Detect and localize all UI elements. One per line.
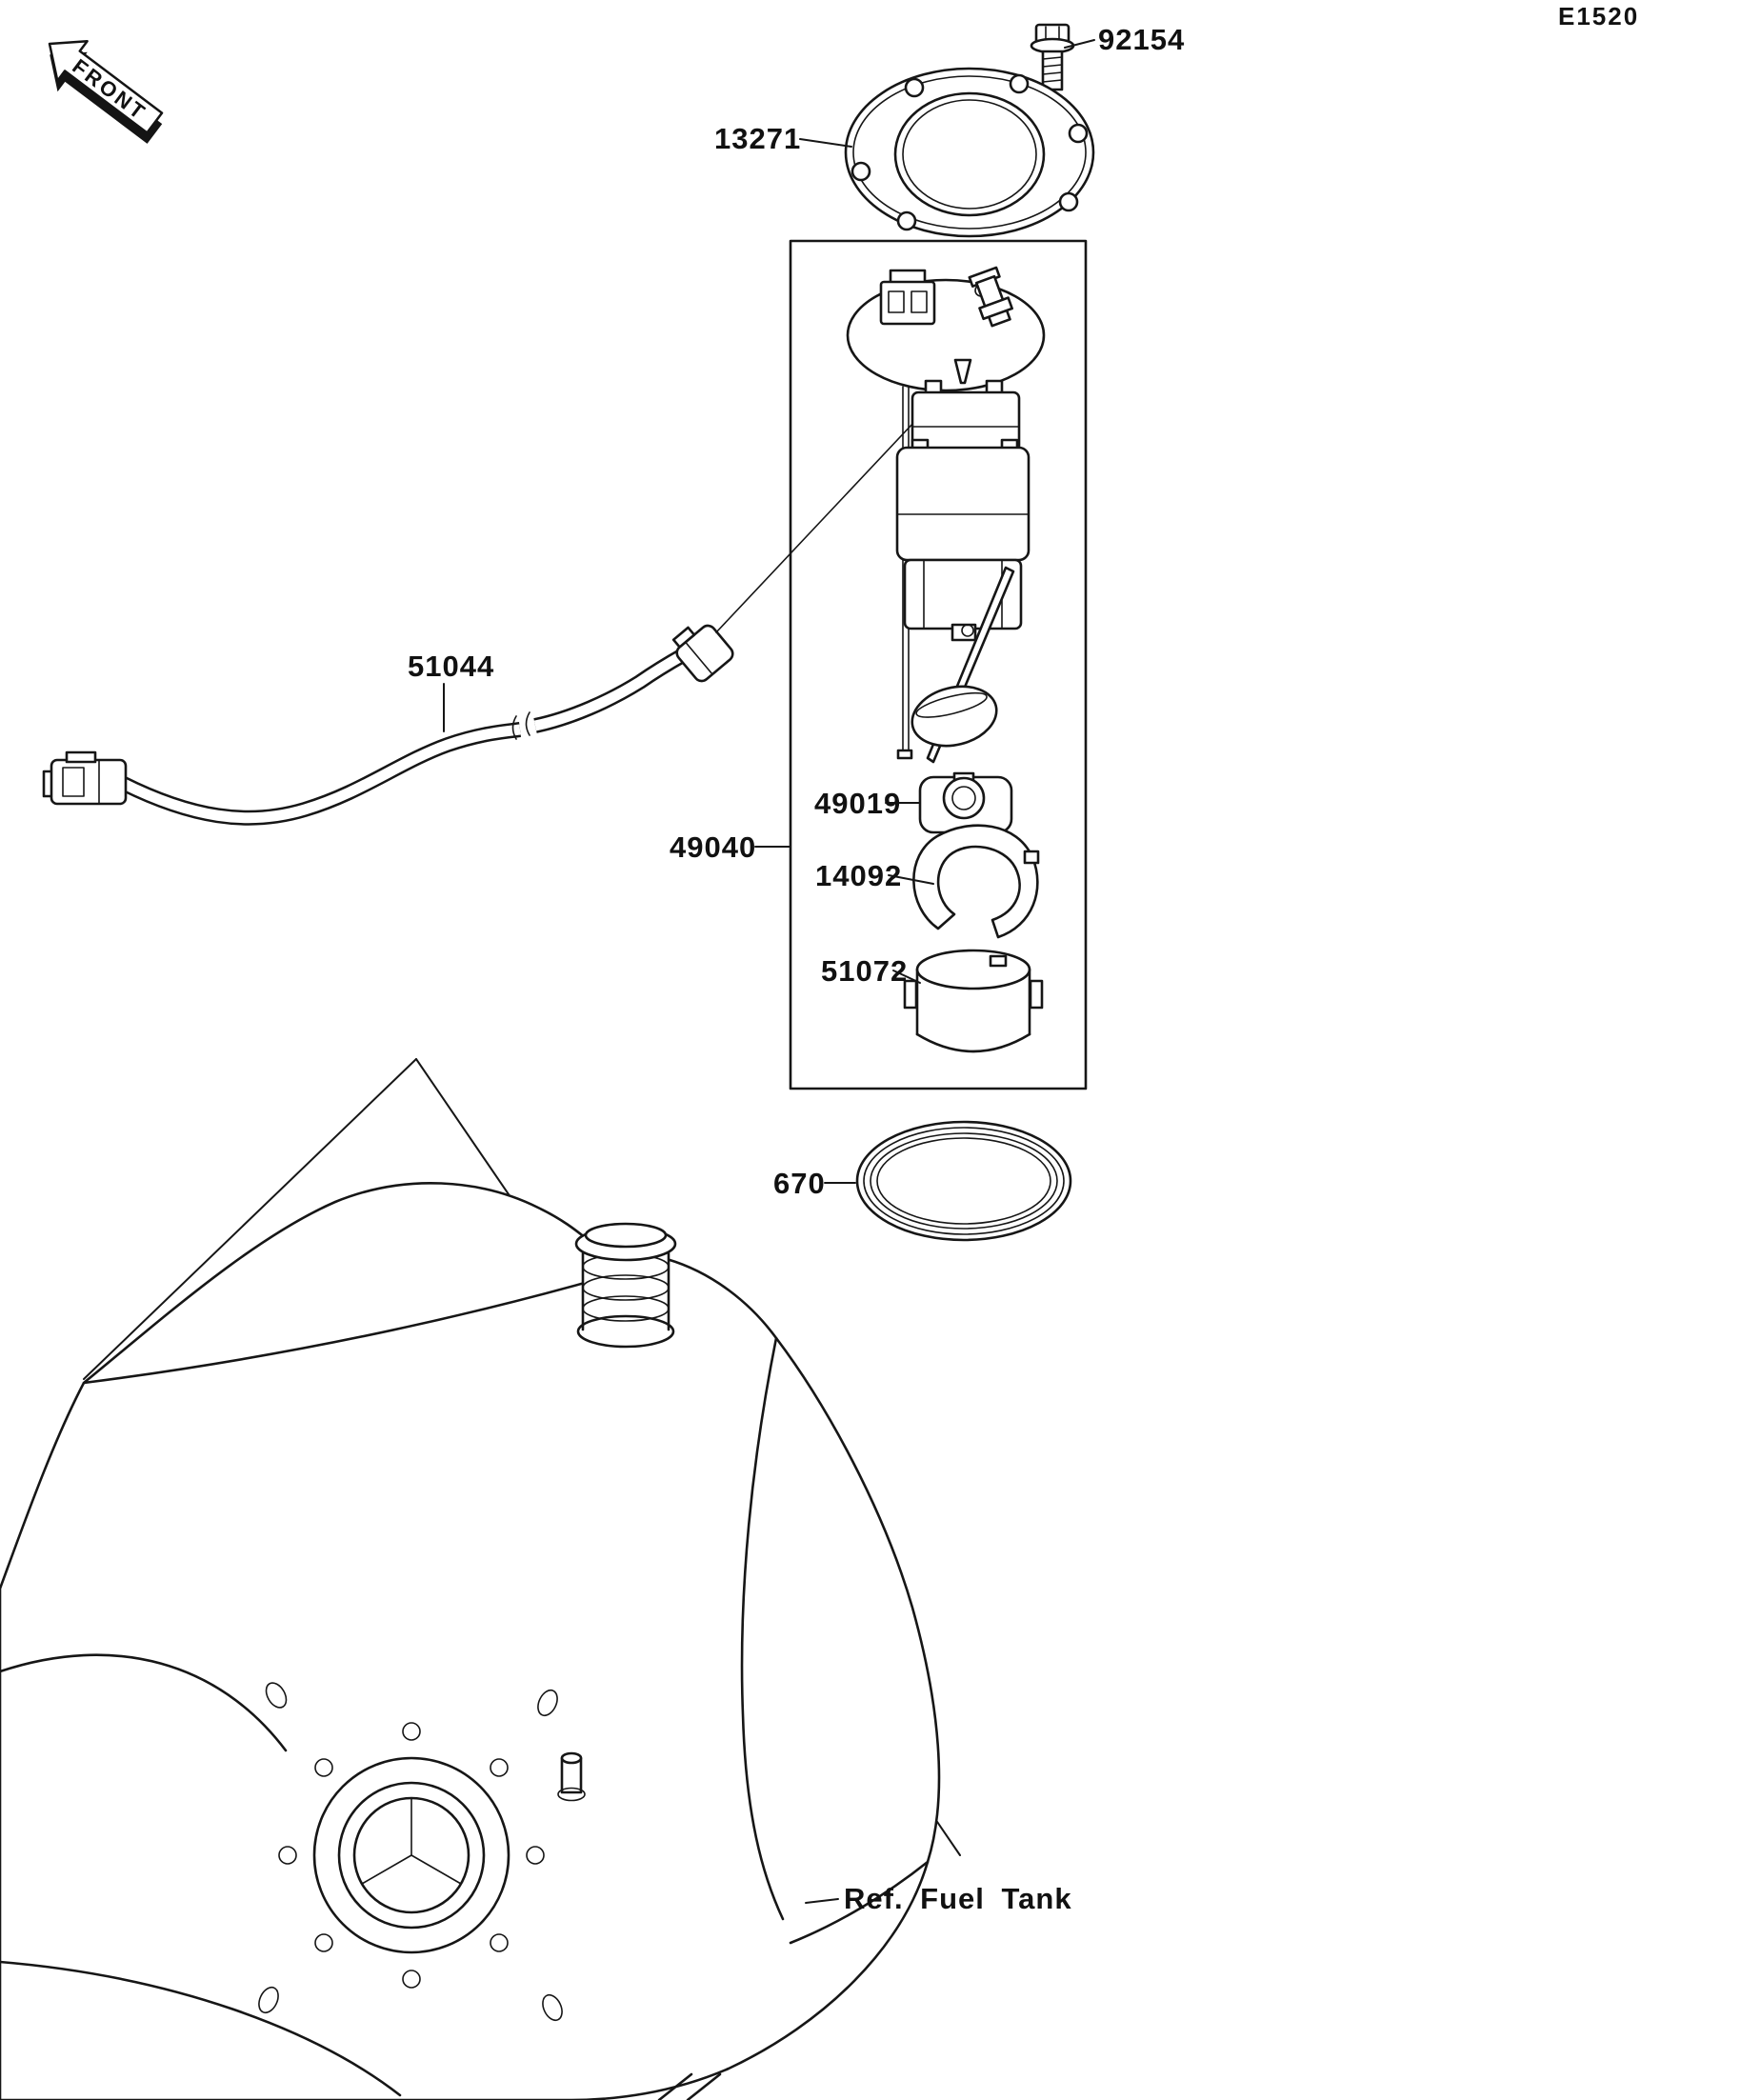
fuel-tank-drawing <box>0 1181 941 2100</box>
part-number-case: 51072 <box>821 954 908 988</box>
part-number-oring: 670 <box>773 1167 826 1200</box>
page-code: E1520 <box>1558 2 1639 30</box>
part-number-cover: 14092 <box>815 859 902 892</box>
tank-nipple <box>557 1751 586 1802</box>
bolt-drawing <box>1030 23 1075 91</box>
part-number-filter: 49019 <box>814 787 901 820</box>
bolt-leader-line <box>1064 39 1095 49</box>
assembly-bounding-box <box>789 239 1088 1090</box>
hose-right-connector <box>671 624 734 683</box>
o-ring-drawing <box>855 1120 1072 1242</box>
front-arrow-icon: FRONT <box>48 40 164 144</box>
part-number-bolt: 92154 <box>1098 23 1185 56</box>
ref-leader-line <box>805 1898 839 1904</box>
part-number-plate: 13271 <box>714 122 801 155</box>
ref-fuel-tank-label: Ref. Fuel Tank <box>844 1882 1072 1915</box>
plate-leader-line <box>799 138 852 148</box>
case-leader-line <box>892 970 921 984</box>
pump-cover-drawing <box>912 824 1040 939</box>
fuel-hose-drawing <box>42 624 734 826</box>
tank-pump-opening <box>258 1682 563 2022</box>
fuel-pump-assembly-drawing <box>789 239 1088 1090</box>
pump-case-drawing <box>903 949 1044 1053</box>
tank-filler-neck <box>574 1222 677 1349</box>
part-number-hose: 51044 <box>408 650 494 683</box>
part-number-assembly: 49040 <box>670 830 756 864</box>
cover-leader-line <box>888 874 934 885</box>
pump-plate-drawing <box>844 67 1095 238</box>
hose-left-connector <box>42 750 128 806</box>
fuel-filter-drawing <box>918 771 1013 834</box>
